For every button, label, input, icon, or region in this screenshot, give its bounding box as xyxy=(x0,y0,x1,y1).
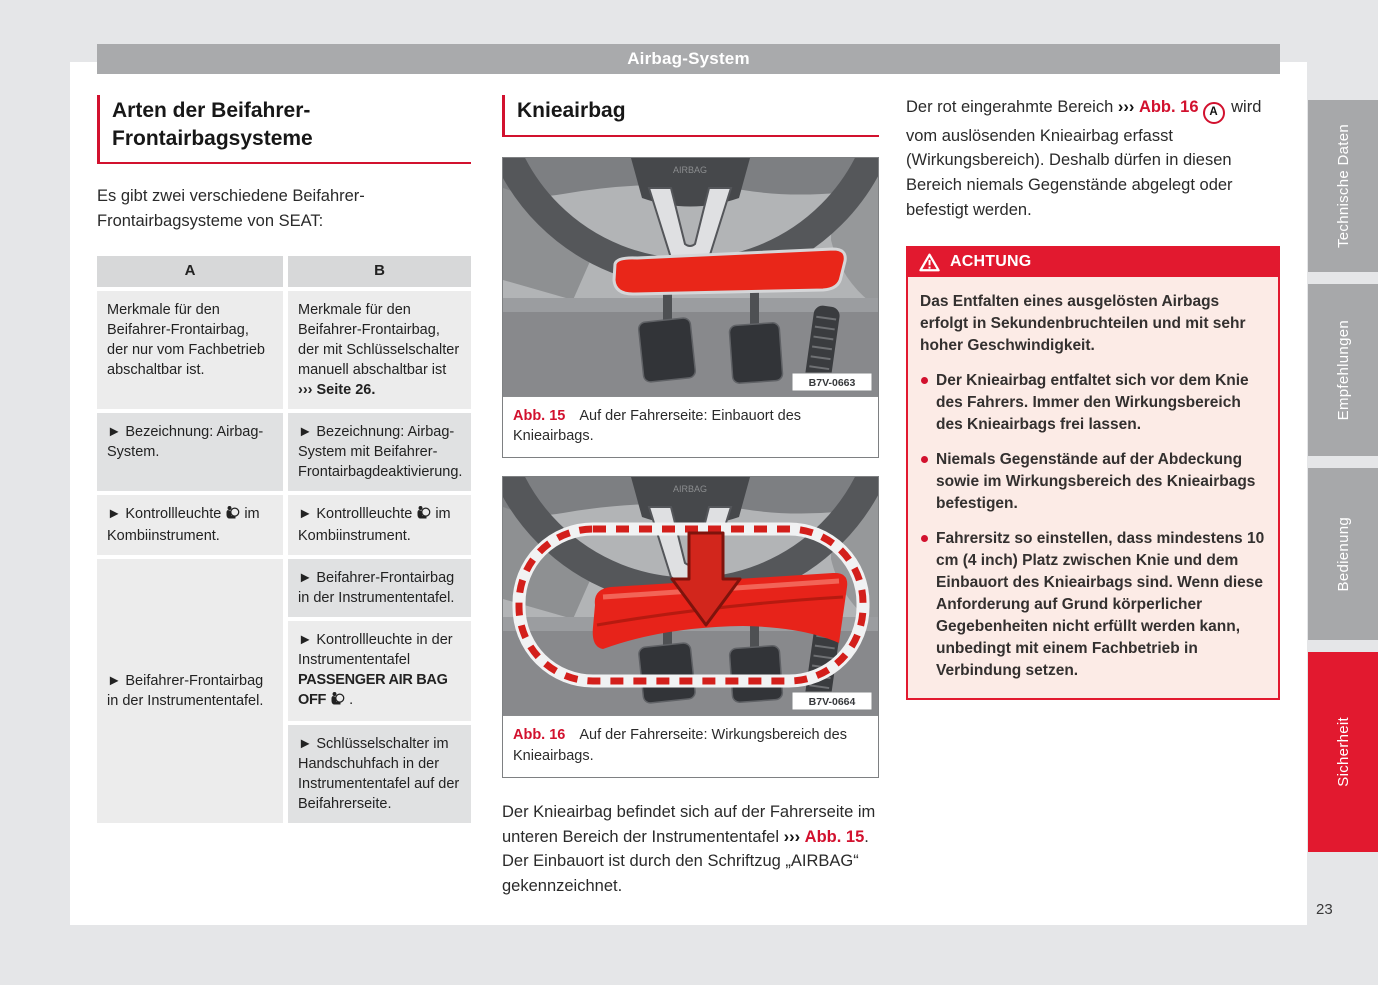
table-cell-b6: ► Schlüsselschalter im Handschuhfach in … xyxy=(288,724,471,823)
table-header-a: A xyxy=(97,255,283,287)
table-cell-a1: Merkmale für den Beifahrer-Frontairbag, … xyxy=(97,290,283,409)
figure-abb16-illustration: AIRBAG B7V-0664 xyxy=(503,477,878,716)
airbag-warning-icon xyxy=(225,505,240,526)
table-cell-a2: ► Bezeichnung: Airbag-System. xyxy=(97,412,283,491)
knieairbag-paragraph: Der Knieairbag befindet sich auf der Fah… xyxy=(502,802,876,896)
table-cell-b4: ► Beifahrer-Frontairbag in der Instrumen… xyxy=(288,558,471,617)
page-header-bar: Airbag-System xyxy=(97,44,1280,74)
airbag-systems-table: A B Merkmale für den Beifahrer-Frontairb… xyxy=(97,255,471,823)
intro-paragraph: Es gibt zwei verschiedene Beifahrer-Fron… xyxy=(97,187,365,231)
achtung-body: Das Entfalten eines ausgelösten Airbags … xyxy=(908,277,1278,698)
sidebar-tab-sicherheit[interactable]: Sicherheit xyxy=(1308,652,1378,852)
table-cell-b1: Merkmale für den Beifahrer-Frontairbag, … xyxy=(288,290,471,409)
figure-reference-abb15: Abb. 15 xyxy=(804,827,865,846)
left-column: Arten der Beifahrer-Frontairbagsysteme E… xyxy=(97,95,471,823)
middle-column: Knieairbag AIRBAG B7V xyxy=(502,95,879,899)
figure-abb15-illustration: AIRBAG B7V-0663 xyxy=(503,157,878,396)
reference-arrows: ››› xyxy=(1117,98,1135,116)
sidebar-tab-technische-daten[interactable]: Technische Daten xyxy=(1308,100,1378,272)
figure-reference-abb16: Abb. 16 xyxy=(1138,98,1199,116)
table-header-b: B xyxy=(288,255,471,287)
table-cell-a4-merged: ► Beifahrer-Frontairbag in der Instrumen… xyxy=(97,558,283,823)
page-reference: ››› Seite 26. xyxy=(298,381,376,398)
warning-bullet-list: Der Knieairbag entfaltet sich vor dem Kn… xyxy=(920,370,1266,682)
achtung-title: ACHTUNG xyxy=(950,253,1032,271)
warning-lead-paragraph: Das Entfalten eines ausgelösten Airbags … xyxy=(920,292,1246,354)
passenger-airbag-off-icon xyxy=(330,691,345,712)
warning-bullet: Fahrersitz so einstellen, dass mindesten… xyxy=(920,528,1266,682)
page-header-title: Airbag-System xyxy=(627,49,750,68)
figure-code-label: B7V-0664 xyxy=(809,696,856,708)
sidebar-tab-bedienung[interactable]: Bedienung xyxy=(1308,468,1378,640)
deployment-direction-arrow xyxy=(670,531,742,627)
warning-bullet: Der Knieairbag entfaltet sich vor dem Kn… xyxy=(920,370,1266,436)
page-number: 23 xyxy=(1316,901,1333,918)
section-heading-knieairbag: Knieairbag xyxy=(502,95,879,137)
airbag-warning-icon xyxy=(416,505,431,526)
figure-abb16-label: Abb. 16 xyxy=(513,727,566,744)
hub-airbag-label: AIRBAG xyxy=(673,165,707,175)
effect-zone-dashed-outline xyxy=(515,525,867,685)
warning-bullet: Niemals Gegenstände auf der Abdeckung so… xyxy=(920,449,1266,515)
table-b-subcells: ► Beifahrer-Frontairbag in der Instrumen… xyxy=(288,558,471,823)
sidebar-tab-empfehlungen[interactable]: Empfehlungen xyxy=(1308,284,1378,456)
passenger-airbag-off-label: PASSENGER AIR BAG OFF xyxy=(298,671,448,708)
reference-arrows: ››› xyxy=(783,827,801,846)
figure-code-label: B7V-0663 xyxy=(809,377,856,389)
warning-triangle-icon xyxy=(919,253,940,272)
achtung-warning-box: ACHTUNG Das Entfalten eines ausgelösten … xyxy=(906,245,1280,700)
marker-a-circle: A xyxy=(1202,101,1225,124)
table-cell-b5: ► Kontrollleuchte in der Instrumententaf… xyxy=(288,620,471,721)
hub-airbag-label: AIRBAG xyxy=(673,484,707,494)
section-heading-left: Arten der Beifahrer-Frontairbagsysteme xyxy=(97,95,471,165)
table-cell-b2: ► Bezeichnung: Airbag-System mit Beifahr… xyxy=(288,412,471,491)
achtung-header: ACHTUNG xyxy=(908,247,1278,277)
figure-abb15-label: Abb. 15 xyxy=(513,407,566,424)
